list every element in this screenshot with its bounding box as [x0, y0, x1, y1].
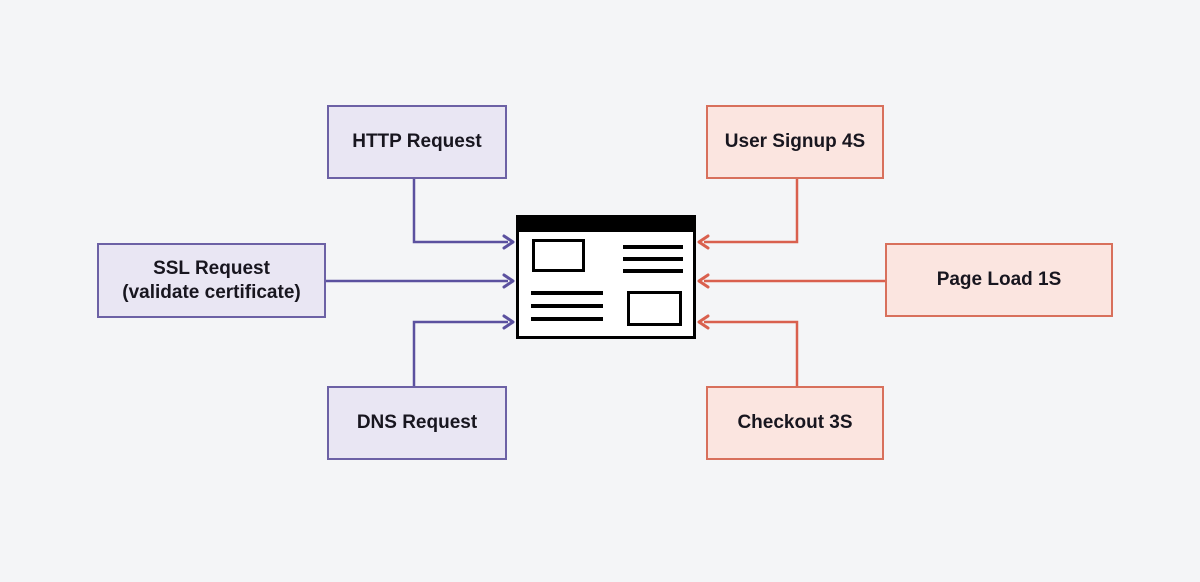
node-checkout: Checkout 3S: [706, 386, 884, 460]
browser-image-block-top-left: [532, 239, 585, 272]
user-signup-arrow: [697, 179, 799, 250]
browser-text-line: [531, 304, 603, 308]
browser-image-block-bottom-right: [627, 291, 682, 326]
browser-text-line: [531, 317, 603, 321]
browser-text-line: [531, 291, 603, 295]
node-dns-request: DNS Request: [327, 386, 507, 460]
node-page-load: Page Load 1S: [885, 243, 1113, 317]
browser-text-line: [623, 245, 683, 249]
dns-request-arrow: [412, 314, 515, 386]
node-http-request: HTTP Request: [327, 105, 507, 179]
browser-text-line: [623, 257, 683, 261]
node-ssl-request: SSL Request (validate certificate): [97, 243, 326, 318]
browser-window-icon: [516, 215, 696, 339]
checkout-arrow: [697, 314, 799, 386]
ssl-request-arrow: [326, 273, 515, 289]
browser-text-line: [623, 269, 683, 273]
page-load-arrow: [697, 273, 885, 289]
http-request-arrow: [412, 179, 515, 250]
browser-title-bar: [519, 218, 693, 232]
node-user-signup: User Signup 4S: [706, 105, 884, 179]
